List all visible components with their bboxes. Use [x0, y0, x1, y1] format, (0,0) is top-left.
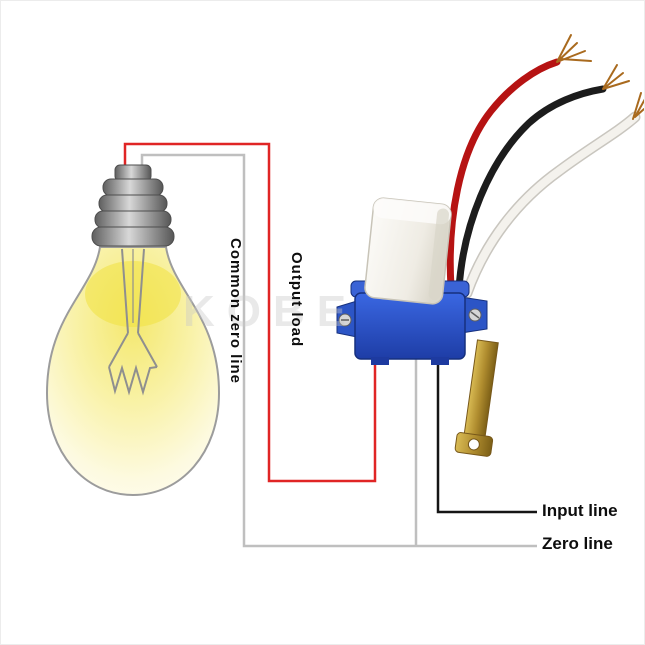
- base-foot-left: [371, 357, 389, 365]
- switch-wires: [446, 58, 641, 299]
- white-wire-outline: [461, 111, 641, 299]
- black-wire-strands: [602, 64, 630, 90]
- white-wire-strands: [632, 92, 644, 120]
- bulb-glass: [45, 246, 221, 497]
- mounting-bracket: [454, 339, 499, 457]
- copper-strands: [556, 34, 644, 120]
- white-wire: [463, 113, 639, 297]
- zero-line-path: [140, 153, 537, 548]
- bulb-screw-cap: [91, 164, 175, 247]
- light-bulb: [45, 164, 221, 497]
- filament: [108, 248, 158, 396]
- circuit-lines: [123, 142, 537, 548]
- red-wire: [446, 58, 561, 291]
- red-wire-strands: [556, 34, 592, 63]
- base-body: [354, 292, 466, 360]
- label-output-load: Output load: [288, 252, 305, 348]
- label-zero-line: Zero line: [542, 534, 613, 553]
- bracket-hole: [467, 438, 480, 451]
- input-line-path: [436, 359, 537, 514]
- base-foot-right: [431, 357, 449, 365]
- output-load-path: [123, 142, 377, 483]
- photocell-switch: [336, 34, 644, 457]
- black-wire: [455, 85, 607, 293]
- sensor-head: [364, 197, 452, 305]
- label-common-zero-line: Common zero line: [227, 238, 244, 385]
- label-input-line: Input line: [542, 501, 618, 520]
